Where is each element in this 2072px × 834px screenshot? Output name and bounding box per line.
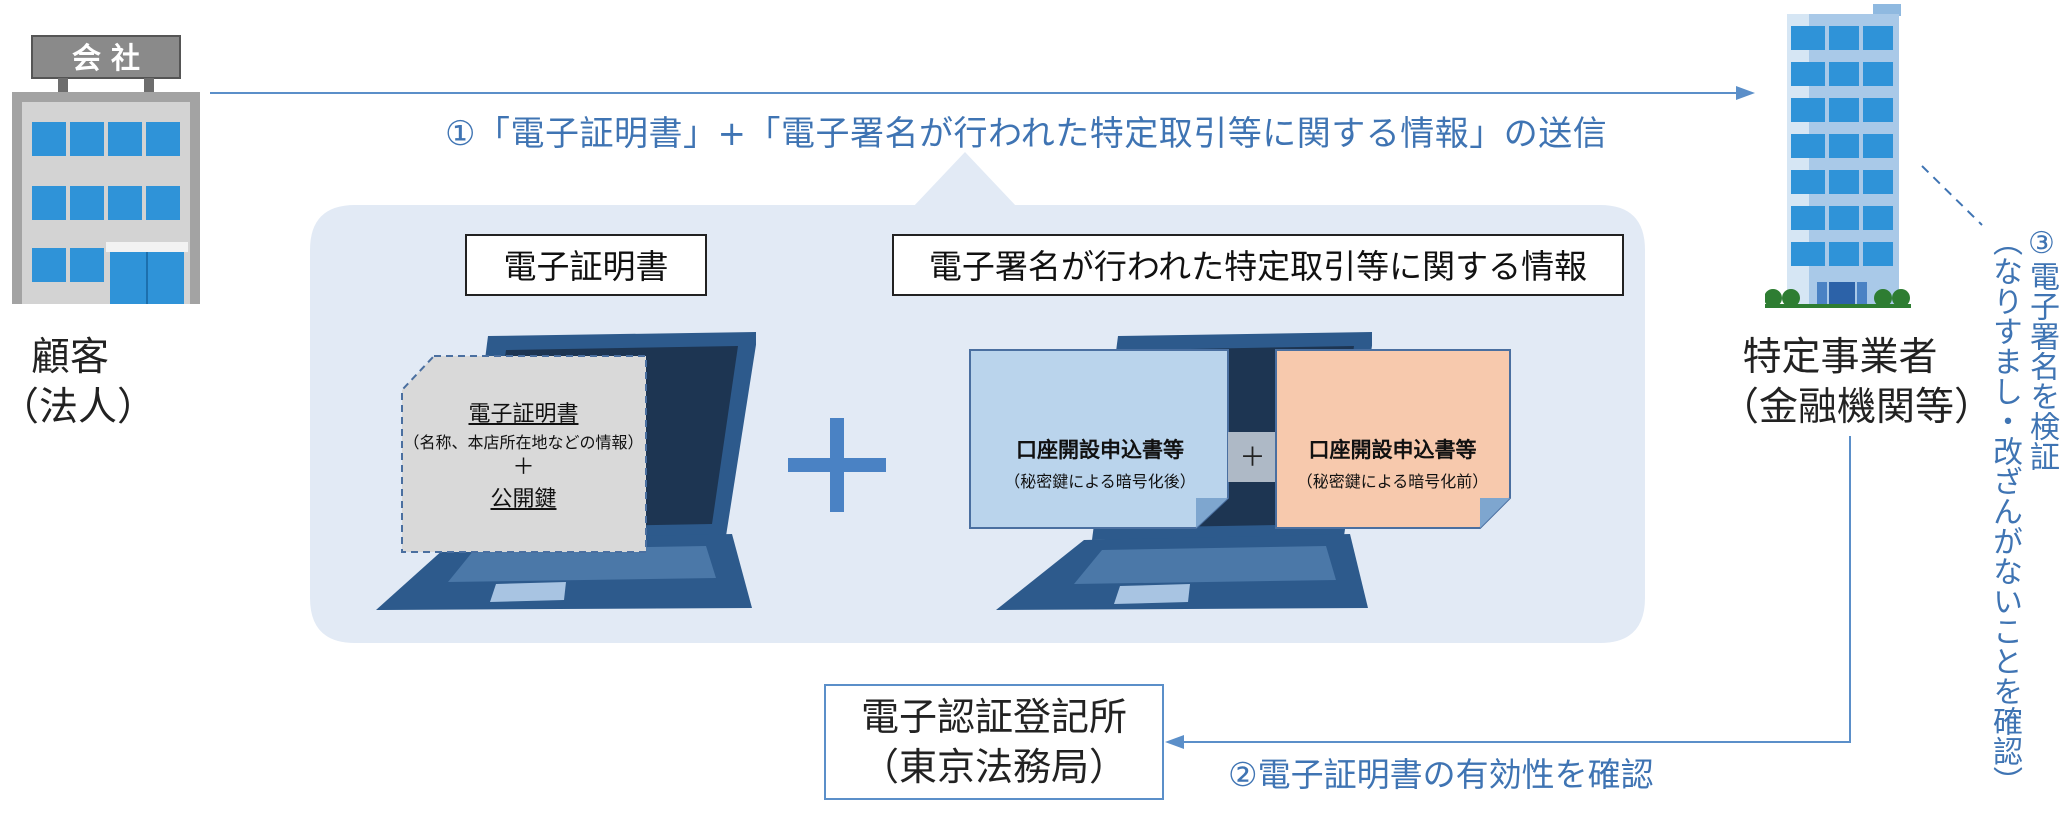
certificate-title: 電子証明書 [465,234,707,296]
company-sign-text: 会 社 [72,41,140,75]
registry-name: 電子認証登記所 [860,695,1127,739]
step3-label: ③電子署名を検証 （なりすまし・改ざんがないことを確認） [1986,226,2060,826]
encrypted-document-note: （秘密鍵による暗号化後） [1004,472,1196,491]
business-type: （金融機関等） [1720,385,1994,430]
plain-document-title: 口座開設申込書等 [1308,438,1477,462]
certificate-card [401,355,647,553]
signed-info-title: 電子署名が行われた特定取引等に関する情報 [892,234,1624,296]
doc-plus-sign: ＋ [1239,443,1266,473]
dashed-link-step3 [1921,165,1983,226]
business-building-icon [1765,4,1911,308]
cert-card-plus: ＋ [512,455,535,480]
cert-card-key: 公開鍵 [490,487,557,512]
business-name: 特定事業者 [1742,335,1938,380]
plain-document-note: （秘密鍵による暗号化前） [1296,472,1489,491]
customer-label: 顧客 （法人） [0,333,157,433]
step1-label: ①「電子証明書」+「電子署名が行われた特定取引等に関する情報」の送信 [445,114,1608,154]
cert-card-detail: （名称、本店所在地などの情報） [403,433,644,452]
registry-office: （東京法務局） [860,745,1127,789]
callout-pointer [912,152,1018,208]
doc-plus-box [1228,432,1276,482]
encrypted-document-text: 口座開設申込書等 （秘密鍵による暗号化後） [970,434,1230,492]
step3-note: （なりすまし・改ざんがないことを確認） [1987,226,2022,796]
plain-document-text: 口座開設申込書等 （秘密鍵による暗号化前） [1275,434,1510,492]
encrypted-document-icon [969,349,1229,529]
step3-title: ③電子署名を検証 [2024,226,2059,471]
registry-box: 電子認証登記所 （東京法務局） [824,684,1164,800]
step2-label: ②電子証明書の有効性を確認 [1228,755,1654,794]
plain-document-icon [1275,349,1511,529]
customer-type: （法人） [0,385,157,430]
customer-building-icon: 会 社 [12,35,200,304]
arrow-step2 [1165,436,1851,749]
certificate-card-text: 電子証明書 （名称、本店所在地などの情報） ＋ 公開鍵 [402,354,645,552]
cert-card-title: 電子証明書 [468,402,579,427]
plus-icon [788,418,886,512]
business-label: 特定事業者 （金融機関等） [1720,333,1994,433]
customer-name: 顧客 [30,335,109,380]
encrypted-document-title: 口座開設申込書等 [1016,438,1184,462]
arrow-step1 [210,86,1755,100]
